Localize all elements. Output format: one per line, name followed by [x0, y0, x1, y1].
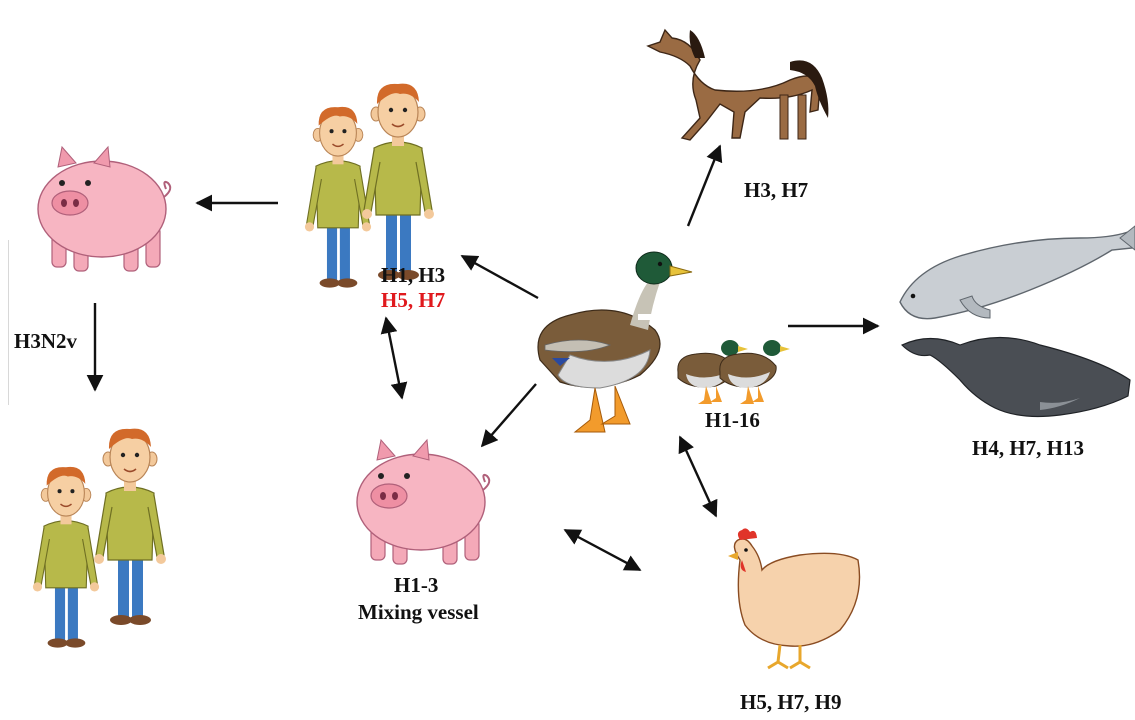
ducks-label: H1-16	[705, 408, 760, 432]
mixing-vessel-label: Mixing vessel	[358, 600, 479, 624]
human-pair-icon	[32, 427, 167, 649]
whale-icon	[900, 336, 1131, 418]
arrow-duck-to-pig	[480, 383, 537, 448]
arrow-pig-chicken-bidirectional	[563, 528, 642, 572]
left-edge-divider	[8, 240, 9, 405]
humans-top-label: H1, H3	[381, 263, 446, 287]
pig-icon	[356, 439, 491, 565]
chicken-icon	[728, 528, 861, 670]
mallard-duck-icon	[537, 251, 791, 433]
horse-icon	[646, 28, 829, 141]
marine-mammals-label: H4, H7, H13	[972, 436, 1085, 460]
pig-transmission-label: H3N2v	[14, 329, 77, 353]
arrow-duck-to-humans	[460, 254, 539, 300]
pig-center-label: H1-3	[394, 573, 439, 597]
seal-icon	[899, 225, 1135, 320]
arrow-duck-to-horse	[686, 144, 723, 227]
arrows	[86, 144, 880, 572]
human-pair-icon	[304, 82, 435, 289]
pig-icon	[37, 146, 172, 272]
arrow-humans-pig-bidirectional	[380, 316, 408, 400]
chicken-label: H5, H7, H9	[740, 690, 842, 714]
humans-top-highlight-label: H5, H7	[381, 288, 446, 312]
horse-label: H3, H7	[744, 178, 809, 202]
arrow-duck-chicken-bidirectional	[678, 435, 718, 518]
